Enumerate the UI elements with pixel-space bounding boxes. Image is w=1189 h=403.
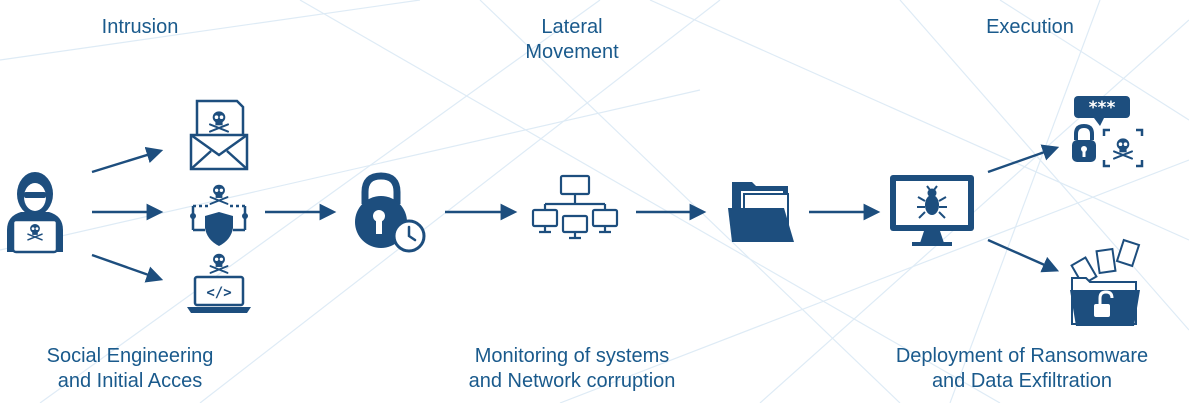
arrow-hacker-to-email (91, 146, 164, 174)
arrow-to-exfiltration (987, 238, 1060, 273)
hacker-icon (7, 172, 63, 254)
phase-intrusion-label: Intrusion (101, 16, 179, 38)
description-execution: Deployment of Ransomware and Data Exfilt… (895, 345, 1149, 392)
malicious-code-laptop-icon: </> (187, 252, 251, 313)
password-mask: *** (1089, 98, 1116, 118)
password-lock-skull-icon: *** (1072, 96, 1144, 168)
description-lateral-movement: Monitoring of systems and Network corrup… (468, 345, 676, 392)
bug-icon (917, 185, 947, 219)
open-lock-folder-icon (1070, 238, 1141, 326)
infected-monitor-icon (890, 175, 974, 246)
phishing-email-icon (189, 99, 249, 171)
svg-text:</>: </> (206, 285, 231, 301)
phase-execution-label: Execution (986, 16, 1074, 38)
padlock-timer-icon (355, 172, 426, 253)
phase-lateral-movement-label: Lateral Movement (525, 16, 619, 63)
description-intrusion: Social Engineering and Initial Acces (46, 345, 214, 392)
malicious-network-icon (190, 183, 248, 246)
arrow-to-password-lock (987, 144, 1060, 174)
arrow-hacker-to-laptop (91, 253, 164, 283)
network-computers-icon (531, 174, 619, 240)
folder-icon (728, 182, 794, 242)
